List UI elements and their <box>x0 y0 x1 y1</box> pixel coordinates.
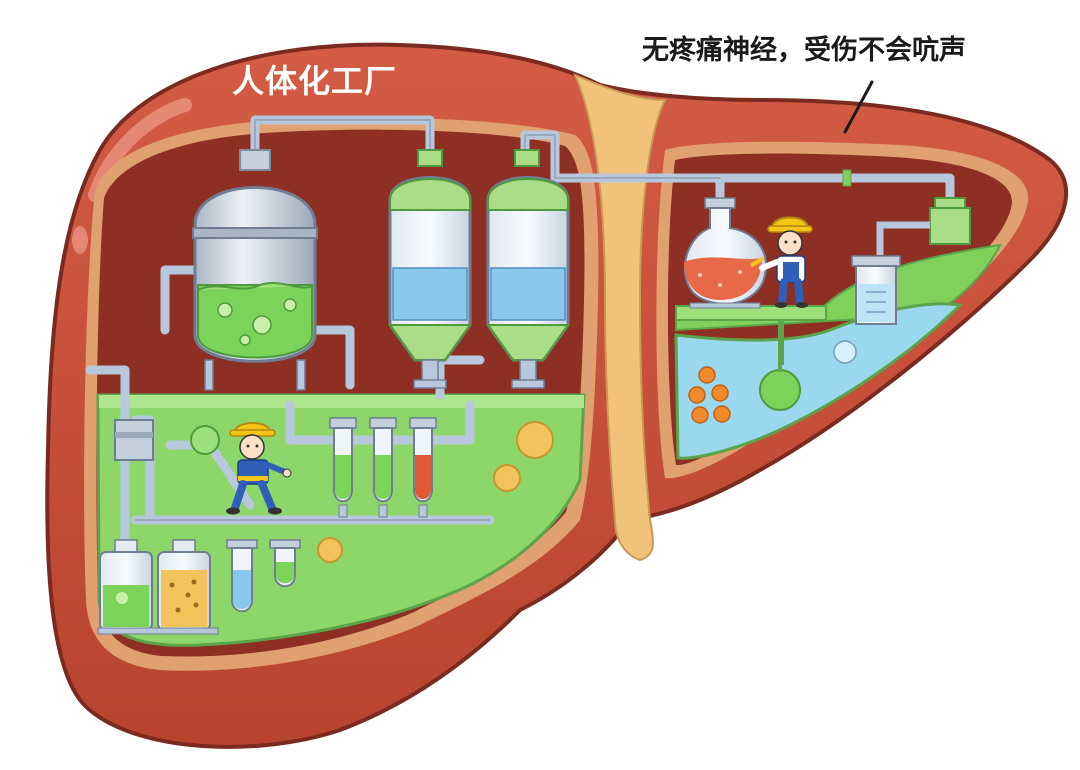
ligament <box>573 73 667 562</box>
callout-pointer <box>843 80 874 134</box>
round-flask-icon <box>683 197 767 309</box>
reactor-tank-icon <box>192 149 318 391</box>
callout-text: 无疼痛神经，受伤不会吭声 <box>642 35 966 66</box>
funnel-tank-icon <box>486 149 570 389</box>
bottle-icon <box>157 539 211 631</box>
molecule-dots <box>688 320 857 424</box>
right-lobe-interior <box>656 141 1029 479</box>
test-tube-icon <box>409 417 437 518</box>
beaker-icon <box>851 255 901 325</box>
funnel-tank-icon <box>388 149 472 389</box>
valve-icon <box>876 197 971 255</box>
molecule-dots <box>317 421 554 563</box>
test-tube-icon <box>269 539 301 588</box>
bottle-icon <box>99 539 153 631</box>
worker-icon <box>226 422 292 515</box>
factory-title: 人体化工厂 <box>232 62 398 100</box>
test-tube-icon <box>329 417 357 518</box>
test-tube-icon <box>369 417 397 518</box>
valve-icon <box>114 419 220 461</box>
worker-icon <box>749 216 813 308</box>
test-tube-icon <box>226 539 258 613</box>
